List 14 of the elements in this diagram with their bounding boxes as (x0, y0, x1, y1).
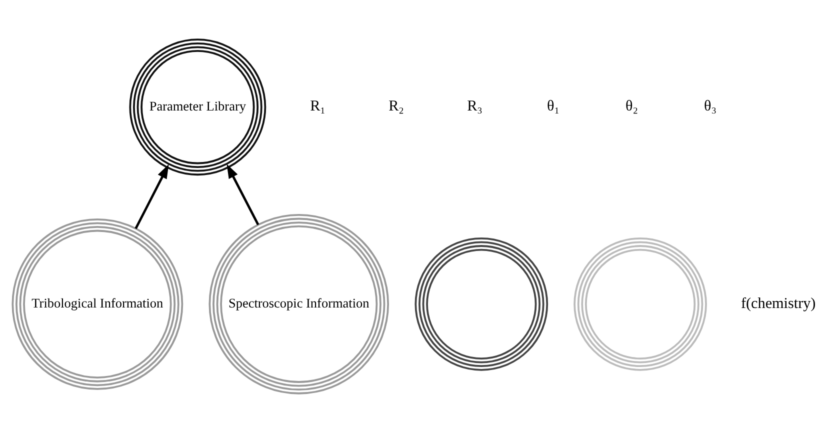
label: θ₂ (626, 98, 638, 114)
node-circle: Tribological Information (12, 218, 184, 390)
node-circle: Parameter Library (129, 38, 266, 176)
label: R₁ (310, 98, 326, 114)
label: θ₃ (704, 98, 717, 114)
node-circle: Spectroscopic Information (208, 214, 390, 394)
arrow (134, 164, 169, 229)
label: θ₁ (547, 98, 560, 114)
node-circle (414, 237, 548, 370)
label: R₂ (388, 98, 404, 114)
label: R₃ (467, 98, 482, 114)
label: f(chemistry) (740, 295, 816, 312)
node-circle (574, 237, 707, 370)
arrow (226, 164, 260, 225)
